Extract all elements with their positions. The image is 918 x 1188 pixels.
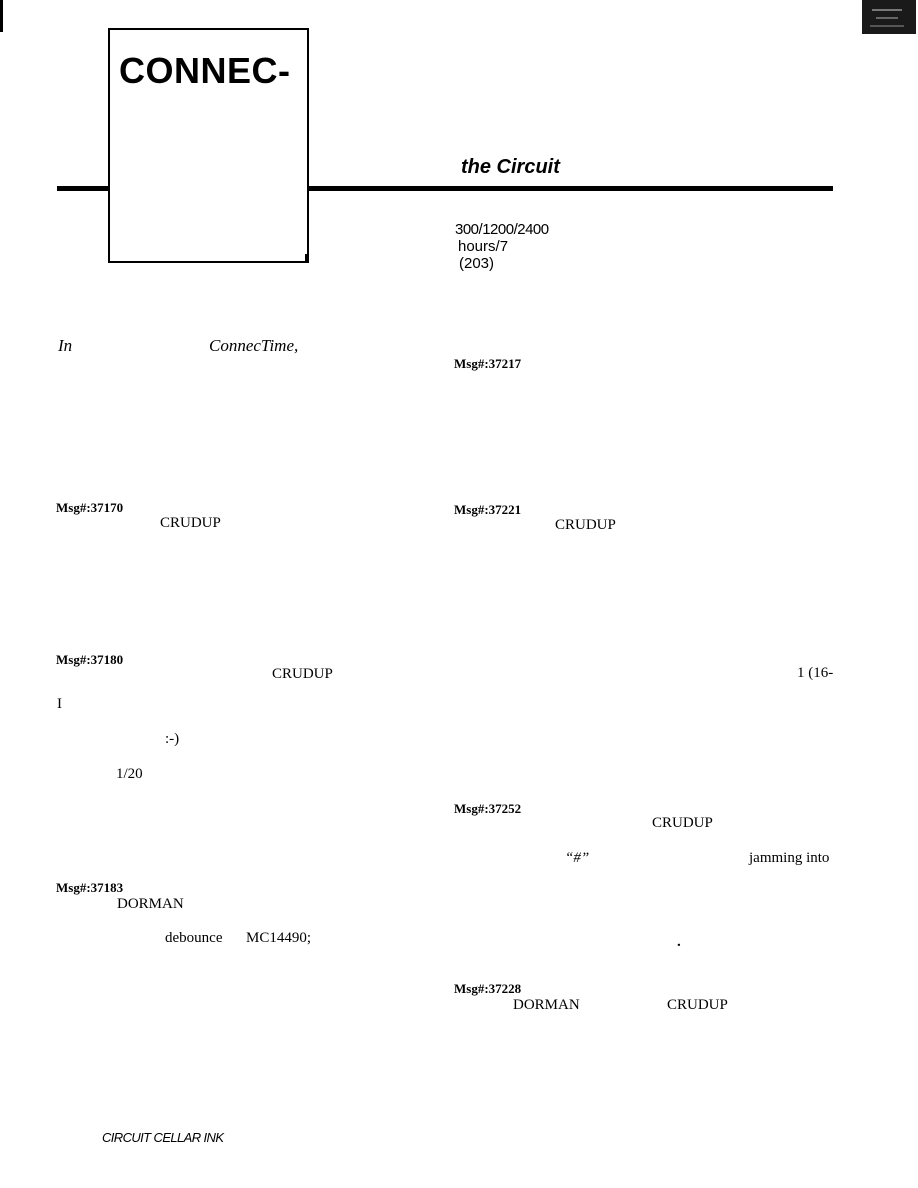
header-subtitle: the Circuit [461,156,560,178]
bbs-info-line-1: 300/1200/2400 [455,221,549,238]
msg-id-37170: Msg#:37170 [56,500,124,515]
text-debounce: debounce [165,930,223,946]
author-crudup: CRUDUP [272,666,333,682]
footer-magazine-name: CIRCUIT CELLAR INK [102,1130,224,1145]
msg-id-37252: Msg#:37252 [454,801,522,816]
corner-thumbnail-image [862,0,916,34]
text-period: . [677,934,681,950]
text-fragment-16: 1 (16- [797,665,834,681]
logo-box: CONNEC- [108,28,309,263]
fraction-text: 1/20 [116,766,143,782]
msg-id-37183: Msg#:37183 [56,880,124,895]
author-crudup: CRUDUP [160,515,221,531]
logo-text: CONNEC- [119,50,291,91]
author-crudup: CRUDUP [652,815,713,831]
bbs-info-line-3: (203) [459,255,495,272]
author-dorman: DORMAN [117,896,184,912]
msg-id-37221: Msg#:37221 [454,502,522,517]
intro-in: In [58,336,73,355]
author-crudup: CRUDUP [667,997,728,1013]
msg-id-37217: Msg#:37217 [454,356,522,371]
logo-box-tick [305,254,308,263]
author-dorman: DORMAN [513,997,580,1013]
page-edge-mark [0,0,3,32]
part-mc14490: MC14490; [246,930,312,946]
author-crudup: CRUDUP [555,517,616,533]
header-rule-left [57,186,109,191]
bbs-info-line-2: hours/7 [458,238,509,255]
smiley-text: :-) [165,731,180,747]
intro-connectime: ConnecTime, [209,336,299,355]
header-rule-right [307,186,833,191]
text-jamming-into: jamming into [749,850,830,866]
msg-id-37180: Msg#:37180 [56,652,124,667]
msg-id-37228: Msg#:37228 [454,981,522,996]
text-fragment-i: I [57,696,62,712]
quote-hash: “#” [565,850,590,866]
